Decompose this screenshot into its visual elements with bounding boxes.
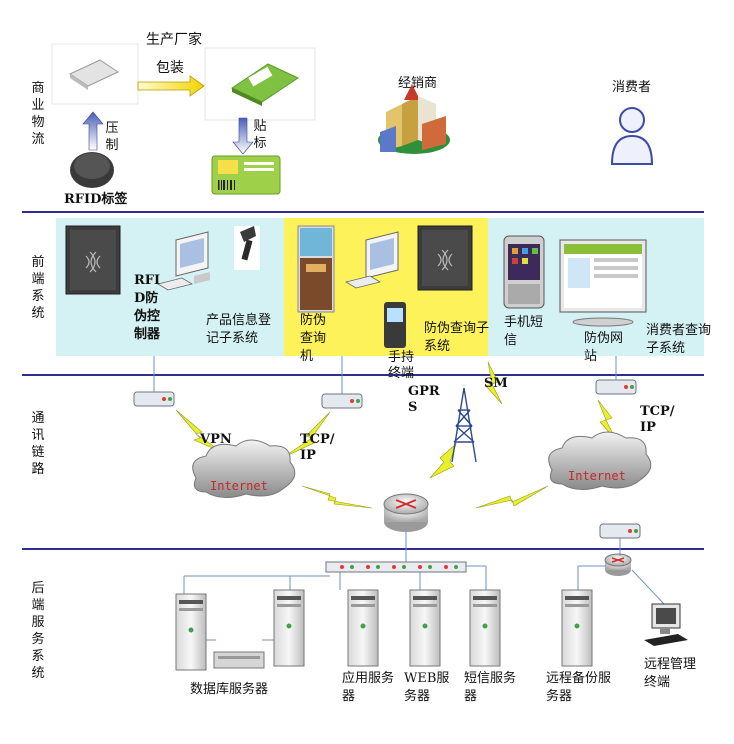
backup-server [561, 589, 593, 667]
tcpip-right-label: TCP/IP [640, 404, 675, 435]
anti-fake-machine-label: 防伪查询机 [300, 313, 327, 364]
modem-3 [595, 379, 637, 395]
sm-label: SM [484, 376, 508, 391]
modem-4 [599, 523, 641, 539]
modem-2 [321, 393, 363, 409]
tcpip-left-label: TCP/IP [300, 432, 335, 463]
handheld-terminal-icon [384, 302, 406, 348]
pc-monitor-icon-middle [344, 231, 399, 289]
sms-label: 手机短信 [504, 315, 544, 348]
pc-monitor-icon-left [156, 231, 210, 291]
internet-left-label: Internet [210, 479, 268, 493]
rfid-reader-icon-middle [417, 225, 473, 291]
package-label: 包装 [156, 60, 184, 76]
barcode-scanner-icon [234, 226, 260, 270]
website-label: 防伪网站 [584, 331, 624, 364]
rfid-controller-label: RFID防伪控制器 [134, 273, 161, 342]
web-server [409, 589, 441, 667]
rfid-card-icon [68, 59, 120, 90]
stick-label: 贴标 [253, 119, 267, 151]
layer-label-logistics: 商业物流 [31, 81, 45, 147]
backup-server-label: 远程备份服务器 [546, 671, 612, 704]
internet-cloud-right [548, 431, 652, 490]
storage-array [213, 651, 265, 669]
internet-right-label: Internet [568, 469, 626, 483]
website-monitor-icon [559, 239, 647, 327]
db-server-2 [273, 589, 305, 667]
lightning-bolts [175, 361, 617, 509]
manufacturer-label: 生产厂家 [146, 32, 202, 48]
vpn-label: VPN [200, 432, 232, 447]
distributor-building-icon [378, 84, 450, 154]
package-arrow [137, 75, 205, 97]
db-server-1 [175, 593, 207, 671]
web-server-label: WEB服务器 [404, 671, 450, 704]
remote-terminal-icon [644, 603, 688, 646]
layer-label-frontend: 前端系统 [31, 255, 45, 321]
gprs-label: GPRS [408, 384, 440, 415]
distributor-label: 经销商 [398, 76, 438, 91]
rfid-reader-icon-left [65, 225, 121, 295]
stick-arrow [232, 117, 254, 155]
mobile-phone-icon [503, 235, 545, 309]
small-router-icon [604, 553, 632, 576]
labeled-package-icon [230, 63, 300, 106]
modem-1 [133, 391, 175, 407]
query-subsystem-label: 防伪查询子系统 [424, 321, 490, 354]
consumer-query-label: 消费者查询子系统 [646, 323, 712, 356]
consumer-person-icon [610, 107, 654, 165]
press-arrow [82, 111, 104, 151]
app-server-label: 应用服务器 [342, 671, 395, 704]
layer-label-backend: 后端服务系统 [31, 581, 45, 681]
sms-server-label: 短信服务器 [464, 671, 517, 704]
layer-label-comm: 通讯链路 [31, 411, 45, 477]
network-switch-icon [325, 561, 467, 573]
central-router-icon [383, 493, 429, 532]
rfid-tag-label: RFID标签 [64, 192, 128, 207]
consumer-label: 消费者 [612, 80, 652, 95]
app-server [347, 589, 379, 667]
handheld-label: 手持终端 [388, 350, 415, 381]
sms-server [469, 589, 501, 667]
internet-cloud-left [192, 439, 296, 498]
cell-tower-icon [451, 387, 477, 463]
remote-terminal-label: 远程管理终端 [644, 657, 697, 690]
press-label: 压制 [105, 121, 119, 153]
network-lines [153, 356, 665, 641]
db-server-label: 数据库服务器 [190, 682, 269, 697]
kiosk-query-machine-icon [297, 225, 335, 313]
product-register-label: 产品信息登记子系统 [206, 313, 272, 346]
